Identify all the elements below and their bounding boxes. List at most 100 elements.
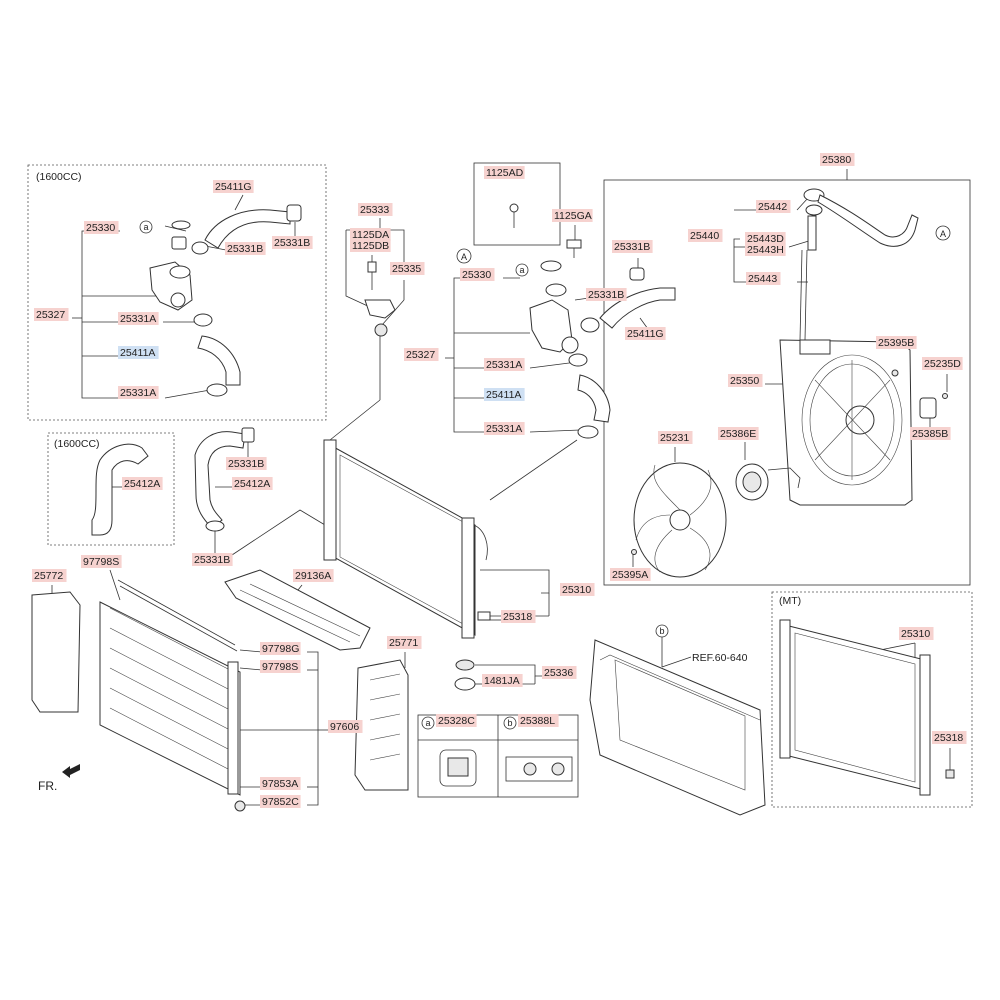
label-mt: (MT) bbox=[779, 595, 801, 607]
part-label-p25395B: 25395B bbox=[876, 336, 917, 349]
part-label-p25231: 25231 bbox=[658, 431, 693, 444]
part-number-text: 25771 bbox=[389, 637, 418, 649]
part-label-p1125GA: 1125GA bbox=[552, 209, 593, 222]
label-fr: FR. bbox=[38, 779, 57, 793]
warning-symbol-a-icon bbox=[439, 749, 477, 787]
fan-25231 bbox=[633, 462, 727, 578]
part-number-text: 25331B bbox=[227, 243, 263, 255]
front-carrier bbox=[589, 639, 766, 816]
part-label-p25411G_a: 25411G bbox=[213, 180, 254, 193]
screw-25235d bbox=[942, 393, 948, 399]
part-label-p25772: 25772 bbox=[32, 569, 67, 582]
part-number-text: 25235D bbox=[924, 358, 961, 370]
part-label-p25443D: 25443D bbox=[745, 232, 786, 245]
part-number-text: 25335 bbox=[392, 263, 421, 275]
part-number-text: 25443H bbox=[747, 244, 784, 256]
part-label-p25411A_a: 25411A bbox=[118, 346, 159, 359]
part-number-text: 25336 bbox=[544, 667, 573, 679]
part-label-p25318: 25318 bbox=[501, 610, 536, 623]
part-label-p25412A_a: 25412A bbox=[122, 477, 163, 490]
part-number-text: 25388L bbox=[520, 715, 555, 727]
part-number-text: 25331A bbox=[486, 423, 522, 435]
label-1600cc-lower: (1600CC) bbox=[54, 438, 100, 450]
warning-symbol-b-icon bbox=[505, 756, 573, 782]
part-number-text: 25443 bbox=[748, 273, 777, 285]
part-label-p25442: 25442 bbox=[756, 200, 791, 213]
svg-text:A: A bbox=[940, 229, 946, 239]
part-number-text: 25331B bbox=[274, 237, 310, 249]
clamp-25331a-center-2 bbox=[577, 425, 599, 439]
circle-a-left: a bbox=[139, 220, 153, 234]
bolt-1125ad bbox=[509, 203, 519, 228]
part-label-p25310: 25310 bbox=[560, 583, 595, 596]
part-number-text: 25443D bbox=[747, 233, 784, 245]
part-number-text: 25412A bbox=[234, 478, 270, 490]
part-label-p25331B_b1: 25331B bbox=[226, 457, 267, 470]
part-label-p97798S_b: 97798S bbox=[260, 660, 301, 673]
part-number-text: 25331B bbox=[614, 241, 650, 253]
side-guard-25771 bbox=[354, 659, 409, 791]
thermostat-housing-center bbox=[529, 260, 579, 354]
part-number-text: 29136A bbox=[295, 570, 331, 582]
svg-text:b: b bbox=[659, 626, 664, 636]
part-label-p25331A_a1: 25331A bbox=[118, 312, 159, 325]
label-1600cc-top: (1600CC) bbox=[36, 171, 82, 183]
part-label-p25350: 25350 bbox=[728, 374, 763, 387]
part-number-text: 1481JA bbox=[484, 675, 520, 687]
part-label-p25388L: 25388L bbox=[518, 714, 559, 727]
part-number-text: 25331A bbox=[120, 313, 156, 325]
group-box-mt-radiator bbox=[771, 591, 973, 808]
condenser-97606 bbox=[99, 601, 246, 812]
part-number-text: 97798G bbox=[262, 643, 299, 655]
radiator-mt bbox=[779, 619, 955, 796]
part-label-p25331A_c1: 25331A bbox=[484, 358, 525, 371]
part-label-p97853A: 97853A bbox=[260, 777, 301, 790]
part-label-p25412A_b: 25412A bbox=[232, 477, 273, 490]
part-number-text: 97852C bbox=[262, 796, 299, 808]
resistor-25385b bbox=[919, 397, 937, 419]
part-label-p25380: 25380 bbox=[820, 153, 855, 166]
part-label-p25443: 25443 bbox=[746, 272, 781, 285]
part-number-text: 25331B bbox=[588, 289, 624, 301]
part-number-text: 97606 bbox=[330, 721, 359, 733]
clamp-left-mid bbox=[191, 241, 209, 255]
part-label-p97798G: 97798G bbox=[260, 642, 301, 655]
part-number-text: 25327 bbox=[36, 309, 65, 321]
part-number-text: 25318 bbox=[503, 611, 532, 623]
part-number-text: 25411G bbox=[627, 328, 664, 340]
part-number-text: 97798S bbox=[262, 661, 298, 673]
part-label-p25318_mt: 25318 bbox=[932, 731, 967, 744]
bracket-25333 bbox=[364, 255, 396, 337]
part-number-text: 25310 bbox=[562, 584, 591, 596]
svg-text:a: a bbox=[519, 265, 524, 275]
clamp-left-top bbox=[286, 204, 302, 222]
part-label-p25310_mt: 25310 bbox=[899, 627, 934, 640]
group-box-1125ad bbox=[473, 162, 561, 246]
part-label-p25331A_a2: 25331A bbox=[118, 386, 159, 399]
part-number-text: 25772 bbox=[34, 570, 63, 582]
clamp-center-2 bbox=[629, 267, 645, 281]
part-label-p25411G_c: 25411G bbox=[625, 327, 666, 340]
part-label-p97798S_a: 97798S bbox=[81, 555, 122, 568]
part-number-text: 97798S bbox=[83, 556, 119, 568]
part-label-p25330_a: 25330 bbox=[84, 221, 119, 234]
part-label-p25235D: 25235D bbox=[922, 357, 963, 370]
part-label-p25331B_a1: 25331B bbox=[225, 242, 266, 255]
part-label-p25331B_b2: 25331B bbox=[192, 553, 233, 566]
part-number-text: 25395B bbox=[878, 337, 914, 349]
group-box-fan-shroud bbox=[603, 179, 971, 586]
part-number-text: 25395A bbox=[612, 569, 648, 581]
part-label-p25327_a: 25327 bbox=[34, 308, 69, 321]
part-number-text: 97853A bbox=[262, 778, 298, 790]
part-label-p1481JA: 1481JA bbox=[482, 674, 523, 687]
part-label-p25440: 25440 bbox=[688, 229, 723, 242]
part-label-p25411A_c: 25411A bbox=[484, 388, 525, 401]
part-number-text: 25330 bbox=[86, 222, 115, 234]
screw-25395b bbox=[891, 369, 899, 377]
part-label-p1125DB: 1125DB bbox=[350, 239, 391, 252]
part-label-p25331A_c2: 25331A bbox=[484, 422, 525, 435]
clamp-25331b-lower-2 bbox=[205, 520, 225, 532]
part-label-p25336: 25336 bbox=[542, 666, 577, 679]
part-label-p25386E: 25386E bbox=[718, 427, 759, 440]
